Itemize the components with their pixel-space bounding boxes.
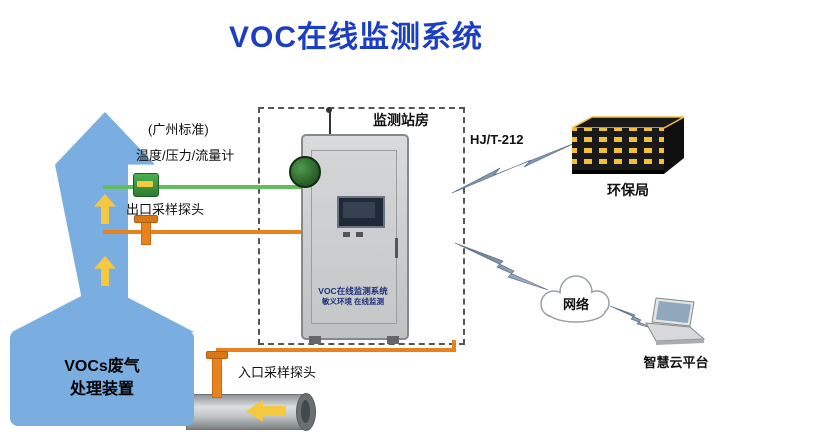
cabinet-display-screen <box>337 196 385 228</box>
guangzhou-standard-note: (广州标准) <box>148 122 209 137</box>
flow-meter-icon <box>133 173 159 197</box>
laptop-icon <box>645 297 706 345</box>
cabinet-button-1 <box>343 232 350 237</box>
protocol-label: HJ/T-212 <box>470 132 524 147</box>
treatment-device-line2: 处理装置 <box>69 381 134 398</box>
inlet-sample-line-riser <box>452 340 456 350</box>
outlet-probe-cap-icon <box>134 215 158 223</box>
stack-hood <box>12 296 194 332</box>
cabinet-door <box>311 150 397 324</box>
outlet-probe-label: 出口采样探头 <box>126 202 205 217</box>
cabinet-nameplate-line2: 敏义环境 在线监测 <box>321 297 385 307</box>
cabinet-nameplate: VOC在线监测系统 敏义环境 在线监测 <box>305 286 401 307</box>
lightning-bolt-to-epa-icon <box>451 142 576 194</box>
inlet-probe-cap-icon <box>206 351 228 359</box>
treatment-device-box: VOCs废气 处理装置 <box>10 330 194 426</box>
cabinet-door-handle <box>395 238 398 258</box>
station-room-label: 监测站房 <box>373 112 429 128</box>
epa-label: 环保局 <box>607 182 649 198</box>
inlet-probe-icon <box>212 354 222 398</box>
treatment-device-line1: VOCs废气 <box>64 357 140 375</box>
sensor-signal-line <box>103 185 303 189</box>
inlet-duct-opening <box>296 393 316 431</box>
cabinet-leg-left <box>309 336 321 344</box>
cabinet-nameplate-line1: VOC在线监测系统 <box>318 286 388 296</box>
cabinet-button-2 <box>356 232 363 237</box>
monitoring-cabinet: VOC在线监测系统 敏义环境 在线监测 <box>301 134 409 344</box>
cabinet-leg-right <box>387 336 399 344</box>
network-label: 网络 <box>563 297 589 312</box>
cabinet-fan-icon <box>289 156 321 188</box>
flow-meter-label: 温度/压力/流量计 <box>136 148 235 163</box>
station-room-boundary <box>258 107 465 345</box>
cloud-platform-label: 智慧云平台 <box>643 355 709 370</box>
inlet-sample-line <box>216 348 456 352</box>
epa-building-icon <box>571 116 685 174</box>
outlet-sample-line <box>103 230 303 234</box>
cabinet-antenna-icon <box>329 111 331 137</box>
cabinet-antenna-tip <box>326 107 332 113</box>
network-cloud-icon: 网络 <box>540 275 610 323</box>
page-title: VOC在线监测系统 <box>228 21 483 54</box>
inlet-probe-label: 入口采样探头 <box>238 365 317 380</box>
